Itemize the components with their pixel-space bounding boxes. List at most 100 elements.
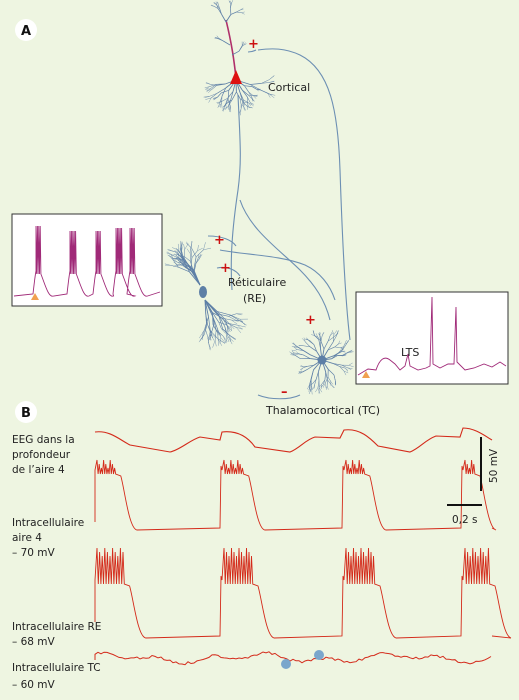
dendrite-segment: [217, 87, 226, 94]
dendrite-segment: [168, 255, 174, 261]
dendrite-segment: [189, 271, 201, 286]
dendrite-segment: [236, 313, 242, 316]
dendrite-segment: [305, 341, 311, 347]
dendrite-segment: [253, 95, 258, 97]
dendrite-segment: [343, 370, 347, 376]
dendrite-segment: [166, 251, 174, 256]
dendrite-segment: [243, 101, 245, 106]
dendrite-segment: [211, 333, 214, 341]
dendrite-segment: [230, 91, 234, 100]
dendrite-segment: [239, 98, 242, 105]
panel-a-badge: A: [15, 19, 37, 41]
dendrite-segment: [204, 299, 209, 317]
dendrite-segment: [318, 339, 321, 349]
dendrite-segment: [179, 259, 185, 265]
dendrite-segment: [228, 105, 230, 110]
dendrite-segment: [248, 94, 254, 96]
dendrite-segment: [208, 97, 212, 103]
dendrite-segment: [228, 313, 237, 317]
label-eeg-1: EEG dans la: [12, 434, 75, 446]
dendrite-segment: [178, 249, 185, 259]
dendrite-segment: [199, 254, 203, 259]
dendrite-segment: [315, 387, 319, 393]
dendrite-segment: [222, 328, 231, 336]
dendrite-segment: [239, 98, 245, 103]
voltage-scale-label: 50 mV: [488, 448, 500, 483]
dendrite-segment: [231, 319, 239, 322]
dendrite-segment: [332, 330, 335, 335]
dendrite-segment: [224, 326, 229, 337]
dendrite-segment: [219, 337, 222, 344]
dendrite-segment: [217, 339, 219, 346]
dendrite-segment: [177, 262, 182, 266]
dendrite-segment: [319, 332, 321, 337]
dendrite-segment: [207, 336, 212, 341]
dendrite-segment: [327, 336, 335, 342]
dendrite-segment: [344, 341, 349, 345]
dendrite-segment: [224, 99, 229, 107]
label-tc-2: – 60 mV: [12, 679, 56, 691]
label-intra4-3: – 70 mV: [12, 547, 56, 559]
dendrite-segment: [308, 378, 312, 386]
dendrite-segment: [230, 325, 232, 331]
dendrite-segment: [183, 261, 187, 268]
dendrite-segment: [241, 12, 245, 15]
dendrite-segment: [175, 257, 181, 262]
dendrite-segment: [321, 332, 324, 336]
dendrite-segment: [218, 38, 224, 42]
dendrite-segment: [207, 333, 212, 340]
dendrite-segment: [318, 371, 320, 381]
dendrite-segment: [326, 385, 329, 390]
dendrite-segment: [312, 379, 317, 384]
dendrite-segment: [204, 86, 210, 89]
dendrite-segment: [299, 367, 303, 370]
tc-marker-dot-2: [314, 650, 324, 660]
re-inset-trace: [13, 225, 161, 297]
dendrite-segment: [237, 325, 246, 328]
dendrite-segment: [236, 327, 243, 329]
dendrite-segment: [227, 325, 233, 332]
dendrite-segment: [193, 263, 197, 273]
re-input-axon: [207, 235, 237, 247]
dendrite-segment: [250, 102, 254, 105]
dendrite-segment: [181, 264, 187, 268]
dendrite-segment: [330, 331, 333, 336]
tc-recording-inset: LTS: [355, 291, 509, 385]
dendrite-segment: [221, 13, 227, 23]
label-thalamocortical: Thalamocortical (TC): [265, 404, 380, 417]
dendrite-segment: [184, 260, 193, 269]
dendrite-segment: [241, 89, 248, 98]
dendrite-segment: [212, 340, 216, 348]
dendrite-segment: [212, 313, 215, 325]
thalamocortical-neuron: [289, 330, 354, 395]
dendrite-segment: [214, 329, 217, 341]
dendrite-segment: [214, 2, 217, 5]
dendrite-segment: [326, 385, 328, 390]
dendrite-segment: [261, 79, 270, 84]
tc-to-cortex-axon: [257, 48, 351, 341]
dendrite-segment: [302, 366, 308, 369]
reticular-neuron: [164, 240, 248, 351]
dendrite-segment: [248, 102, 252, 107]
dendrite-segment: [248, 91, 252, 98]
dendrite-segment: [170, 265, 179, 268]
dendrite-segment: [339, 346, 344, 348]
dendrite-segment: [327, 376, 332, 382]
dendrite-segment: [205, 97, 212, 100]
dendrite-segment: [347, 367, 353, 369]
dendrite-segment: [241, 41, 245, 46]
dendrite-segment: [223, 336, 227, 344]
dendrite-segment: [218, 4, 220, 9]
dendrite-segment: [250, 83, 262, 85]
dendrite-segment: [293, 346, 298, 350]
dendrite-segment: [307, 364, 315, 370]
dendrite-segment: [247, 104, 250, 109]
dendrite-segment: [190, 247, 193, 258]
dendrite-segment: [334, 343, 339, 348]
dendrite-segment: [302, 349, 311, 356]
dendrite-segment: [319, 387, 323, 393]
dendrite-segment: [289, 351, 295, 355]
dendrite-segment: [204, 327, 208, 337]
dendrite-segment: [218, 321, 227, 326]
dendrite-segment: [222, 40, 231, 46]
